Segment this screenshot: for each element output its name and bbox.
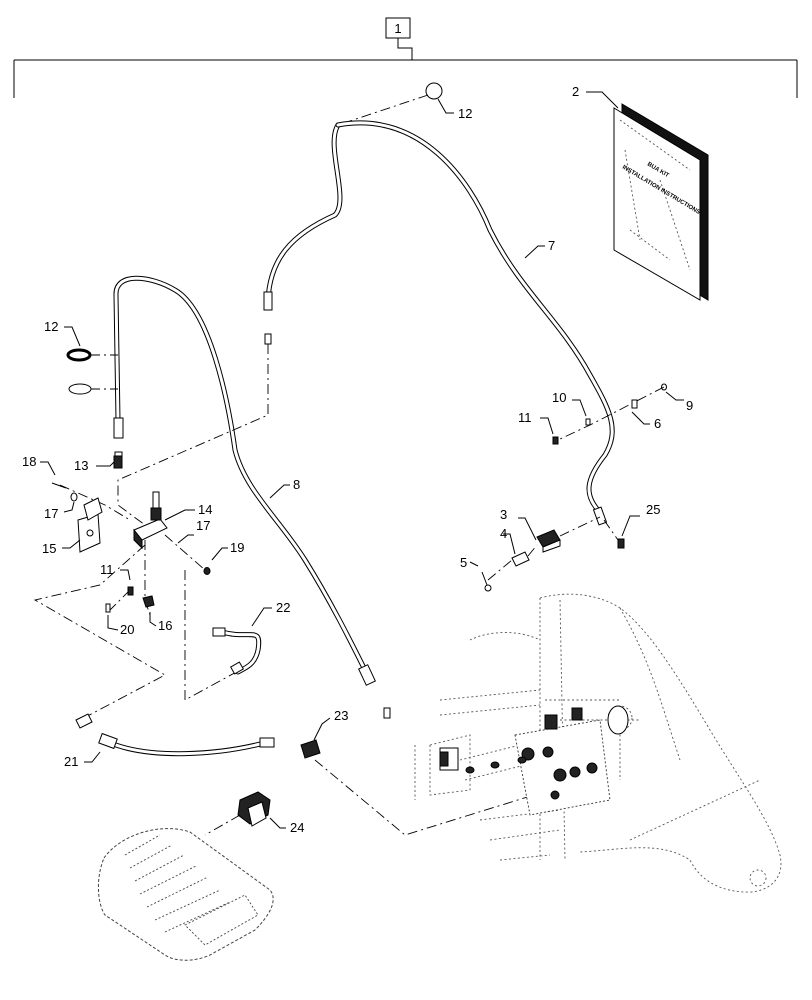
hose-8: 8 xyxy=(113,275,391,719)
bolt-5: 5 xyxy=(460,555,513,592)
callout-17-right: 17 xyxy=(196,518,210,533)
machine-frame xyxy=(414,593,782,893)
callout-10: 10 xyxy=(552,390,566,405)
floor-mat xyxy=(98,828,274,961)
bracket-15: 15 xyxy=(42,497,103,556)
callout-7: 7 xyxy=(548,238,555,253)
hose-22: 22 xyxy=(212,600,290,675)
valve-block-3: 3 xyxy=(500,507,601,553)
callout-12-top: 12 xyxy=(458,106,472,121)
o-rings-left: 12 xyxy=(44,319,92,395)
callout-4: 4 xyxy=(500,526,507,541)
washer-17-right: 17 xyxy=(177,518,210,544)
callout-22: 22 xyxy=(276,600,290,615)
callout-9: 9 xyxy=(686,398,693,413)
switch-24: 24 xyxy=(204,791,304,836)
callout-17-left: 17 xyxy=(44,506,58,521)
callout-14: 14 xyxy=(198,502,212,517)
pin-4: 4 xyxy=(500,526,538,567)
fitting-23: 23 xyxy=(300,708,348,759)
fitting-13: 13 xyxy=(74,455,123,473)
callout-25: 25 xyxy=(646,502,660,517)
fitting-11-left: 11 xyxy=(100,562,134,596)
installation-manual: BUA KIT INSTALLATION INSTRUCTIONS 2 xyxy=(572,84,709,301)
bolt-18: 18 xyxy=(22,454,67,489)
callout-2: 2 xyxy=(572,84,579,99)
callout-15: 15 xyxy=(42,541,56,556)
callout-23: 23 xyxy=(334,708,348,723)
valve-14: 14 xyxy=(133,491,212,550)
callout-11-left: 11 xyxy=(100,562,114,577)
valve-assembly xyxy=(439,705,629,816)
callout-24: 24 xyxy=(290,820,304,835)
callout-8: 8 xyxy=(293,477,300,492)
callout-3: 3 xyxy=(500,507,507,522)
callout-5: 5 xyxy=(460,555,467,570)
fitting-20: 20 xyxy=(105,603,134,637)
callout-16: 16 xyxy=(158,618,172,633)
fittings-right: 9 6 10 11 xyxy=(518,383,693,445)
fitting-25: 25 xyxy=(603,502,660,549)
callout-18: 18 xyxy=(22,454,36,469)
callout-21: 21 xyxy=(64,754,78,769)
fitting-16: 16 xyxy=(142,595,172,633)
washer-17-left: 17 xyxy=(44,492,78,521)
hose-7: 7 xyxy=(263,120,615,526)
o-ring-top: 12 xyxy=(337,82,472,126)
callout-19: 19 xyxy=(230,540,244,555)
callout-13: 13 xyxy=(74,458,88,473)
callout-11-right: 11 xyxy=(518,410,532,425)
hose-21: 21 xyxy=(64,713,275,769)
callout-20: 20 xyxy=(120,622,134,637)
callout-6: 6 xyxy=(654,416,661,431)
callout-12-left: 12 xyxy=(44,319,58,334)
nut-19: 19 xyxy=(203,540,244,575)
callout-1: 1 xyxy=(394,21,401,36)
kit-bracket: 1 xyxy=(13,17,798,98)
